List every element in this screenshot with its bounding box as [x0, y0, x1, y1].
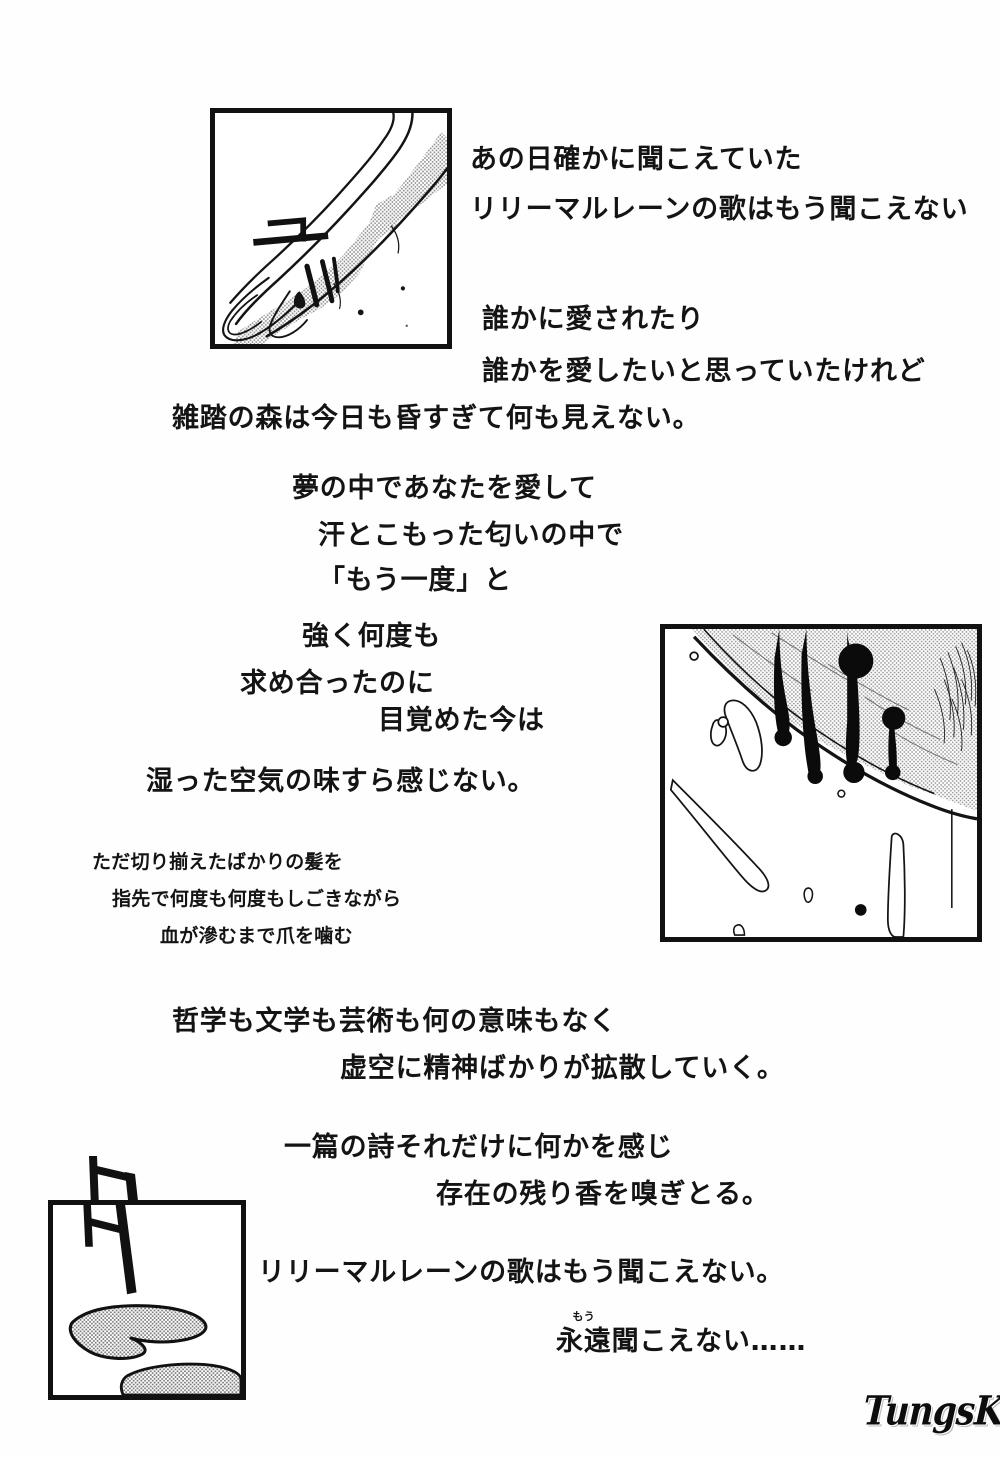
poem-line-s2-2: 誰かを愛したいと思っていたけれど	[482, 356, 926, 387]
panel-drips-artwork	[665, 629, 977, 937]
poem-line-s1-2: リリーマルレーンの歌はもう聞こえない	[470, 194, 969, 225]
poem-line-s3-3: 「もう一度」と	[318, 565, 512, 596]
poem-line-s7-1: 一篇の詩それだけに何かを感じ	[284, 1132, 674, 1163]
poem-line-s4-1: 強く何度も	[302, 621, 442, 652]
poem-line-s3-2: 汗とこもった匂いの中で	[318, 520, 624, 551]
poem-line-s4-4: 湿った空気の味すら感じない。	[146, 766, 536, 797]
poem-line-s4-3: 目覚めた今は	[378, 705, 545, 736]
poem-line-s2-3: 雑踏の森は今日も昏すぎて何も見えない。	[172, 403, 701, 434]
poem-line-s4-2: 求め合ったのに	[240, 668, 435, 699]
poem-final-line: もう 永遠 聞こえない……	[556, 1311, 807, 1357]
poem-line-s5-2: 指先で何度も何度もしごきながら	[112, 888, 402, 910]
poem-line-s6-2: 虚空に精神ばかりが拡散していく。	[340, 1053, 785, 1084]
illustration-panel-arm	[210, 108, 452, 349]
ruby-group-eien: もう 永遠	[556, 1311, 612, 1357]
poem-line-s5-3: 血が滲むまで爪を噛む	[160, 925, 353, 947]
illustration-panel-chair	[48, 1200, 246, 1400]
artist-signature-logo: TungsK	[862, 1387, 1000, 1435]
poem-final-rest: 聞こえない……	[611, 1326, 807, 1357]
poem-line-s3-1: 夢の中であなたを愛して	[292, 473, 597, 504]
poem-line-s7-2: 存在の残り香を嗅ぎとる。	[436, 1179, 770, 1210]
poem-line-s1-1: あの日確かに聞こえていた	[470, 144, 803, 175]
panel-chair-artwork	[53, 1205, 241, 1395]
ruby-base: 永遠	[556, 1326, 612, 1357]
illustration-panel-drips	[660, 624, 982, 942]
poem-line-s2-1: 誰かに愛されたり	[482, 304, 705, 335]
poem-line-s6-1: 哲学も文学も芸術も何の意味もなく	[172, 1006, 617, 1037]
poem-line-s5-1: ただ切り揃えたばかりの髪を	[92, 851, 344, 873]
panel-arm-artwork	[215, 113, 447, 344]
ruby-reading: もう	[572, 1310, 596, 1323]
poem-line-s8-1: リリーマルレーンの歌はもう聞こえない。	[258, 1257, 785, 1288]
